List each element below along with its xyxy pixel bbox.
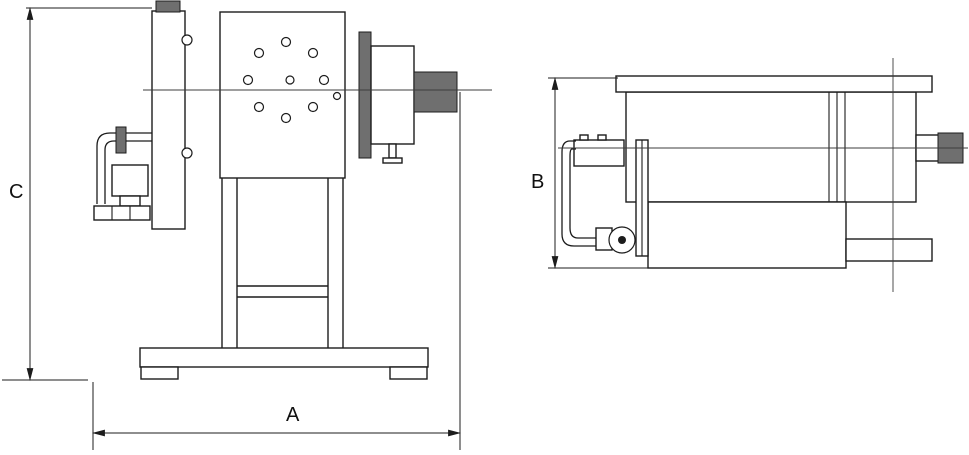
- faceplate-body: [219, 11, 346, 179]
- left-foot: [140, 366, 179, 380]
- column-top-cap: [155, 0, 181, 13]
- valve-block: [93, 205, 151, 221]
- right-foot: [389, 366, 428, 380]
- side-elevation-view: [558, 58, 968, 292]
- side-pump-assembly: [561, 134, 636, 254]
- pipe-inner-line: [104, 140, 152, 204]
- column-pivot-upper: [181, 34, 193, 46]
- pipe-outer-line: [96, 132, 152, 204]
- dimension-b: B: [531, 76, 650, 270]
- side-lower-box: [647, 201, 847, 269]
- gearbox-body: [370, 45, 415, 145]
- side-left-plate: [635, 139, 649, 257]
- bolt-hole-circle: [242, 36, 330, 124]
- front-elevation-view: [93, 0, 492, 380]
- side-pump-box: [573, 139, 625, 167]
- internal-ribs: [828, 92, 846, 202]
- small-index-hole: [332, 91, 342, 101]
- side-pipe-inner: [569, 148, 600, 239]
- dimension-label-c: C: [9, 181, 23, 203]
- support-column: [151, 0, 193, 230]
- pipe-clamp: [115, 126, 127, 154]
- side-main-body: [625, 91, 917, 203]
- faceplate-housing: [219, 11, 346, 179]
- dimension-label-a: A: [286, 404, 300, 426]
- base-plate-body: [139, 347, 429, 368]
- gearbox-support-leg: [388, 143, 397, 159]
- drive-assembly: [358, 31, 458, 164]
- dimension-label-b: B: [531, 171, 544, 193]
- dimension-c: C: [2, 6, 152, 382]
- side-right-bracket: [845, 238, 933, 262]
- base-plate: [139, 347, 429, 380]
- side-top-plate: [615, 75, 933, 93]
- gearbox-support-foot: [382, 157, 403, 164]
- drive-flange: [358, 31, 372, 159]
- motor-body: [413, 71, 458, 113]
- column-plate: [151, 10, 186, 230]
- column-pivot-lower: [181, 147, 193, 159]
- side-pipe-outer: [561, 140, 600, 247]
- pump-body: [111, 164, 149, 197]
- pump-piping-assembly: [93, 126, 152, 221]
- pump-neck: [119, 195, 141, 207]
- dimension-a: A: [91, 92, 462, 450]
- pedestal-frame: [221, 178, 344, 348]
- side-handwheel-hub: [618, 236, 626, 244]
